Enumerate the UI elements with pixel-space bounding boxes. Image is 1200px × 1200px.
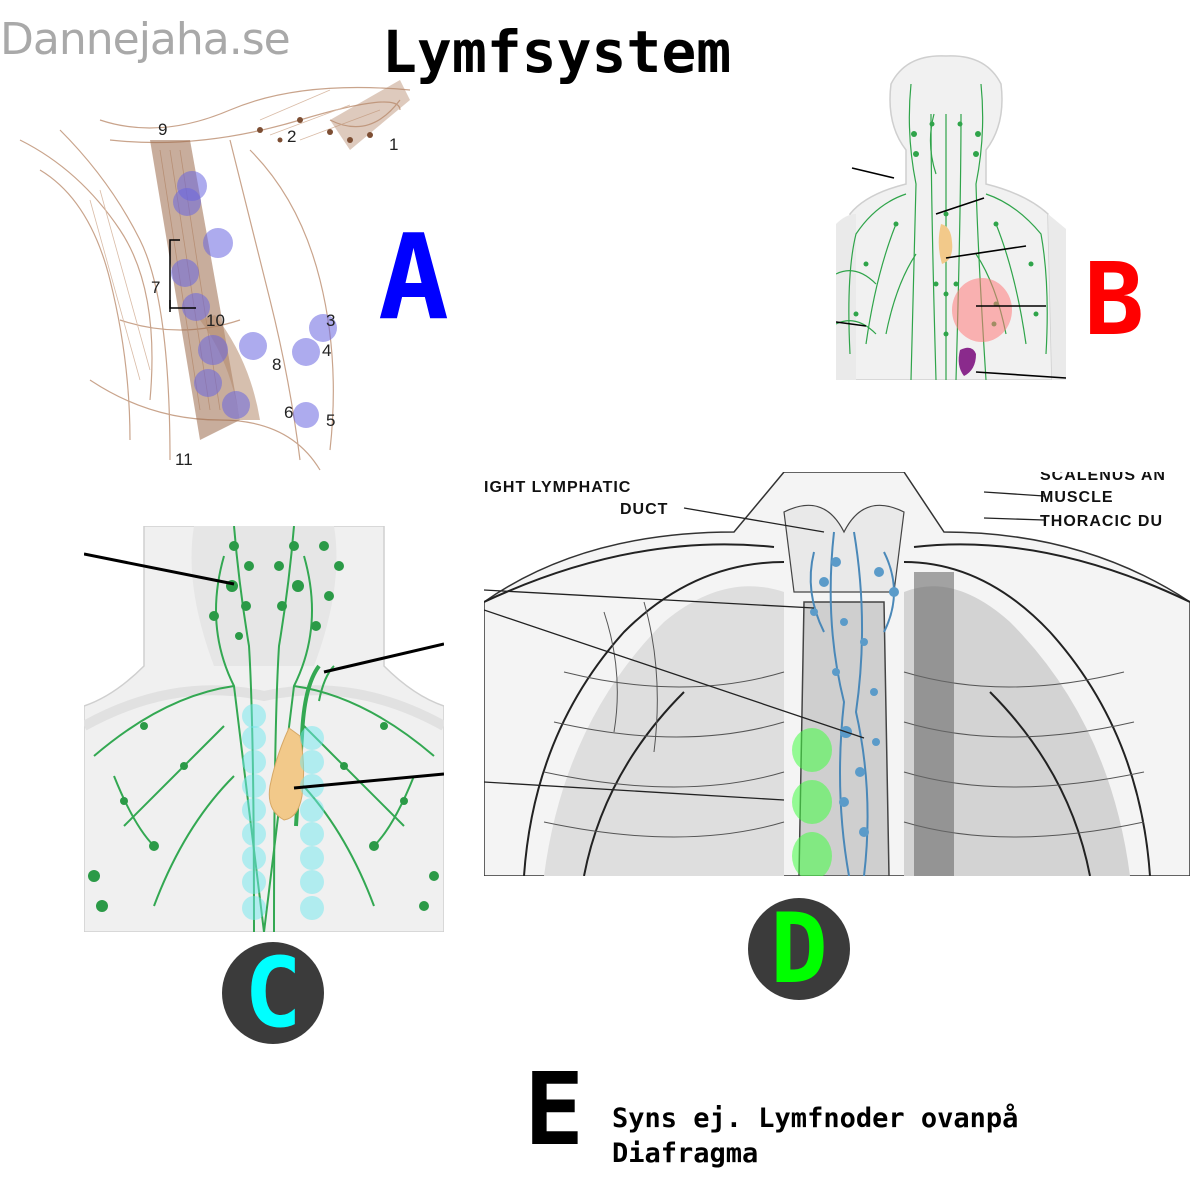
lymph-node-markers-d	[792, 728, 832, 876]
label-right-lymphatic-duct: IGHT LYMPHATIC	[484, 479, 631, 496]
label-number-5: 5	[326, 411, 335, 430]
label-muscle: MUSCLE	[1040, 489, 1114, 506]
letter-a: A	[378, 208, 450, 346]
lymph-node-markers-c	[242, 704, 324, 920]
label-number-3: 3	[326, 311, 335, 330]
note-e: Syns ej. Lymfnoder ovanpå Diafragma	[612, 1102, 1018, 1171]
label-number-9: 9	[158, 120, 167, 139]
watermark: Dannejaha.se	[0, 14, 291, 65]
label-number-10: 10	[206, 311, 225, 330]
label-scalenus: SCALENUS AN	[1040, 472, 1166, 484]
panel-a-neck-illustration: 1 2 3 4 5 6 7 8 9 10 11	[0, 80, 420, 480]
label-thoracic-duct: THORACIC DU	[1040, 513, 1163, 530]
panel-d-engraving: IGHT LYMPHATIC DUCT SCALENUS AN MUSCLE T…	[484, 472, 1190, 876]
label-duct: DUCT	[620, 501, 668, 518]
letter-c-badge: C	[222, 937, 324, 1049]
label-number-2: 2	[287, 127, 296, 146]
letter-d-badge: D	[748, 893, 850, 1005]
panel-b-torso-illustration	[836, 54, 1066, 380]
page-title: Lymfsystem	[382, 18, 732, 86]
note-line-2: Diafragma	[612, 1137, 759, 1169]
note-line-1: Syns ej. Lymfnoder ovanpå	[612, 1103, 1019, 1134]
letter-b: B	[1084, 241, 1145, 358]
label-number-11: 11	[175, 450, 193, 469]
label-number-7: 7	[151, 278, 160, 297]
label-number-8: 8	[272, 355, 281, 374]
label-number-4: 4	[322, 341, 331, 360]
lymph-node-markers-a	[171, 171, 337, 428]
label-number-6: 6	[284, 403, 293, 422]
panel-c-chest-illustration	[84, 526, 444, 932]
label-number-1: 1	[389, 135, 398, 154]
letter-e: E	[524, 1051, 585, 1168]
